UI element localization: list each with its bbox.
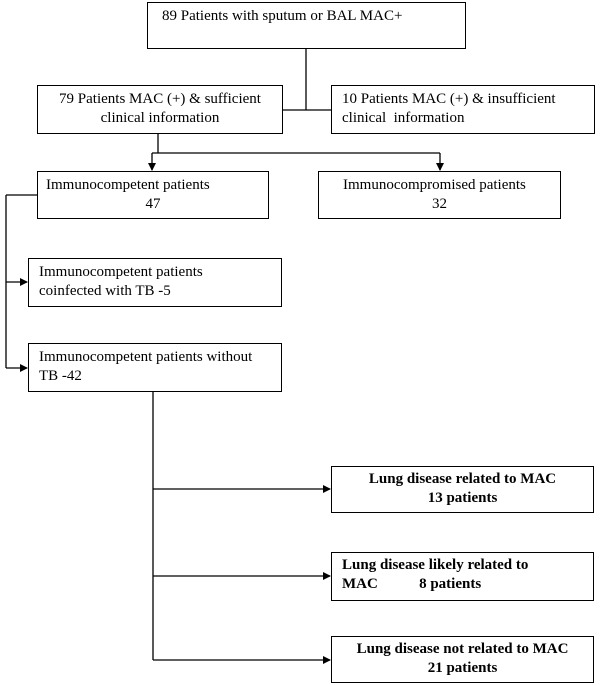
box-total-line1: 89 Patients with sputum or BAL MAC+ [162,8,403,24]
box-immunocompetent-line2: 47 [145,196,161,212]
box-sufficient-line1: 79 Patients MAC (+) & sufficient [59,91,261,107]
box-insufficient-information: 10 Patients MAC (+) & insufficient clini… [331,85,595,134]
box-immunocompetent-line1: Immunocompetent patients [46,177,210,193]
box-sufficient-line2: clinical information [100,110,220,126]
box-likely-line2: MAC 8 patients [342,576,482,592]
box-lung-disease-related: Lung disease related to MAC 13 patients [331,466,594,513]
box-lung-disease-not-related: Lung disease not related to MAC 21 patie… [331,636,594,683]
box-not-related-line2: 21 patients [427,660,498,676]
box-related-line1: Lung disease related to MAC [368,471,557,487]
box-insufficient-line1: 10 Patients MAC (+) & insufficient [342,91,556,107]
box-without-tb: Immunocompetent patients without TB -42 [28,343,282,392]
box-coinfected-tb: Immunocompetent patients coinfected with… [28,258,282,307]
box-immunocompromised-line1: Immunocompromised patients [343,177,526,193]
box-coinfected-line1: Immunocompetent patients [39,264,203,280]
box-related-line2: 13 patients [427,490,498,506]
box-sufficient-information: 79 Patients MAC (+) & sufficient clinica… [37,85,283,134]
box-lung-disease-likely-related: Lung disease likely related to MAC 8 pat… [331,552,594,601]
box-insufficient-line2: clinical information [342,110,465,126]
box-immunocompromised: Immunocompromised patients 32 [318,171,561,219]
box-without-tb-line2: TB -42 [39,368,82,384]
box-coinfected-line2: coinfected with TB -5 [39,283,171,299]
box-immunocompetent: Immunocompetent patients 47 [37,171,269,219]
box-without-tb-line1: Immunocompetent patients without [39,349,253,365]
box-immunocompromised-line2: 32 [432,196,447,212]
box-total-patients: 89 Patients with sputum or BAL MAC+ [147,2,466,49]
box-not-related-line1: Lung disease not related to MAC [356,641,569,657]
box-likely-line1: Lung disease likely related to [342,557,529,573]
